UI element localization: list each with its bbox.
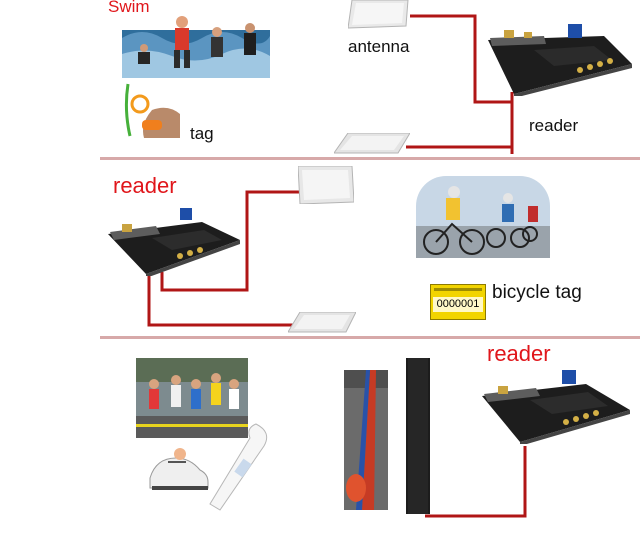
reader-board xyxy=(480,366,632,446)
antenna-label: antenna xyxy=(348,37,410,56)
runners-photo xyxy=(136,358,248,438)
antenna-panel xyxy=(347,0,412,30)
reader-label-middle: reader xyxy=(113,173,177,198)
antenna-panel xyxy=(297,165,355,205)
wire-mid-antenna xyxy=(160,190,300,292)
tag-label: tag xyxy=(190,124,214,143)
antenna-panel xyxy=(287,311,357,334)
reader-label-top: reader xyxy=(529,116,579,135)
shoe-tag-photo xyxy=(146,444,212,494)
antenna-panel xyxy=(333,132,411,155)
cyclists-photo xyxy=(416,176,550,258)
mat-antenna-photo xyxy=(344,370,388,510)
tag-fine-print xyxy=(434,288,482,291)
reader-board xyxy=(484,20,634,98)
swimmers-photo xyxy=(122,8,270,78)
wire-bottom xyxy=(425,446,527,518)
mat-antenna-photo xyxy=(406,358,430,514)
section-divider-1 xyxy=(100,157,640,160)
section-divider-2 xyxy=(100,336,640,339)
bicycle-tag-number: 0000001 xyxy=(433,297,483,312)
swim-label: Swim xyxy=(108,0,150,16)
wire-mid-antenna2 xyxy=(147,275,294,327)
reader-board xyxy=(106,204,242,278)
disposable-tag-photo xyxy=(206,418,272,514)
bicycle-tag-label: bicycle tag xyxy=(492,282,582,303)
wristband-tag-photo xyxy=(118,80,180,138)
bicycle-tag-plate: 0000001 xyxy=(430,284,486,320)
reader-label-bottom: reader xyxy=(487,341,551,366)
